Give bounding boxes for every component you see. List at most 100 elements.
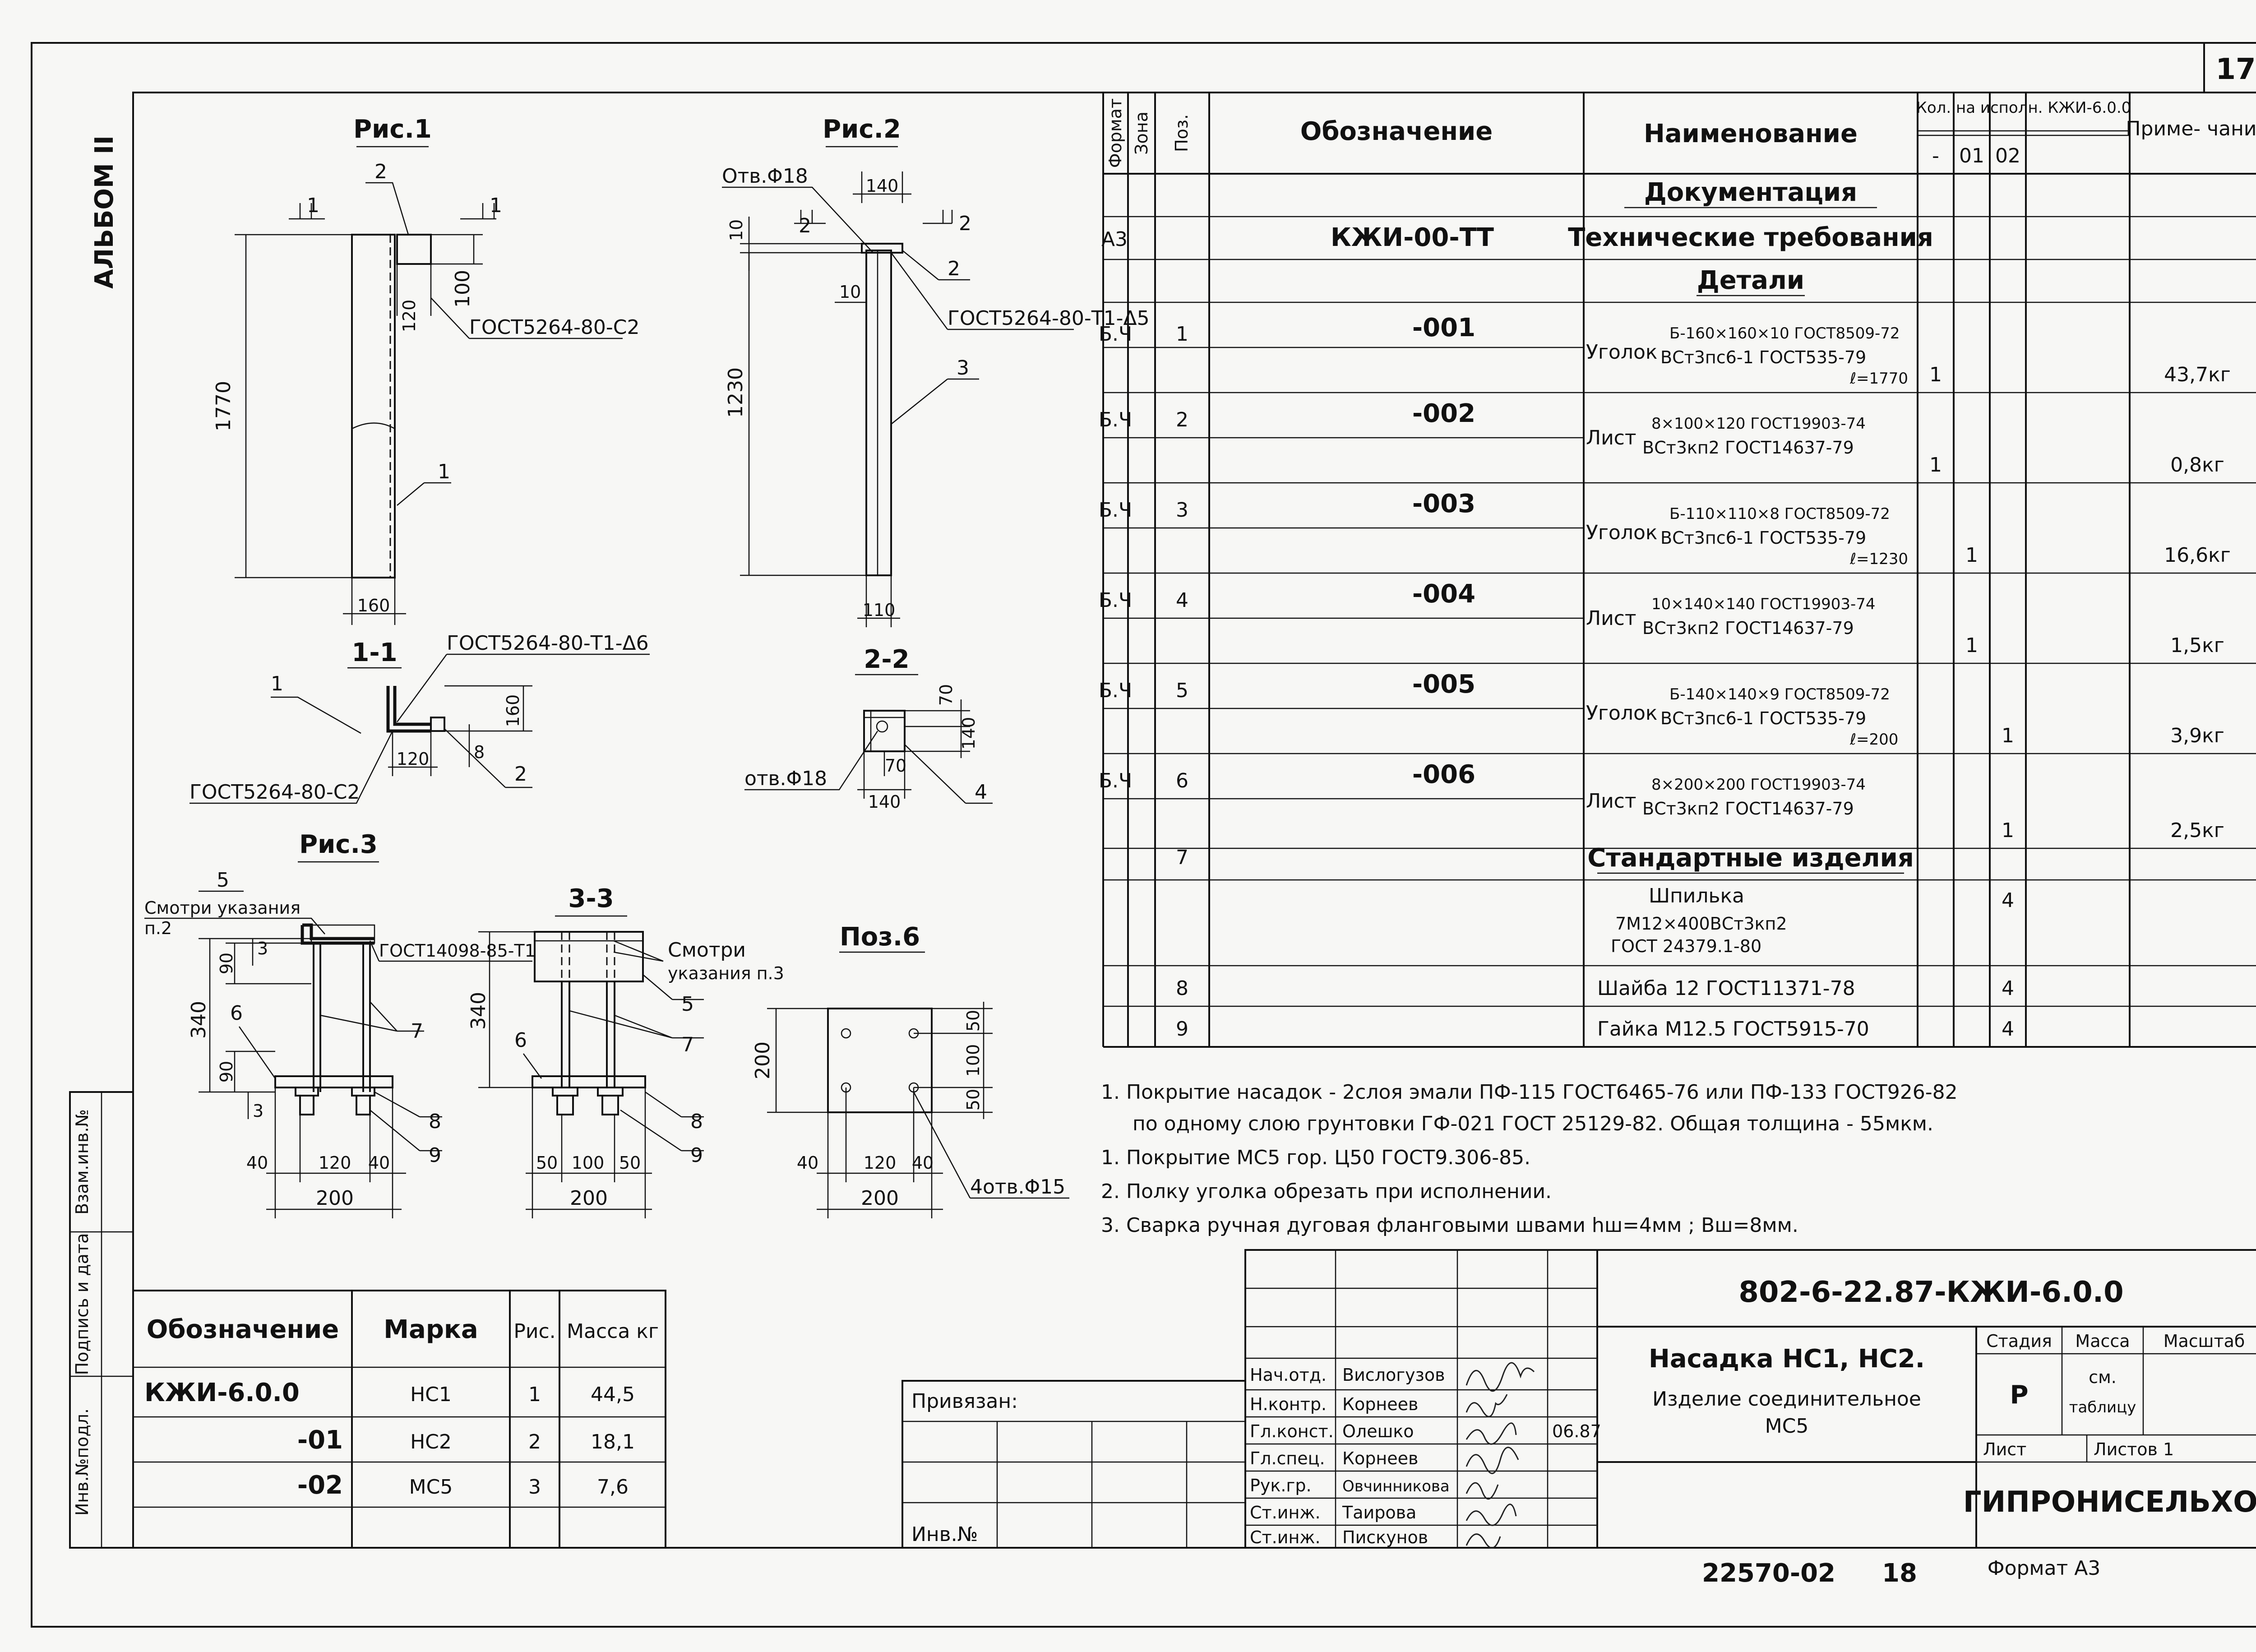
fig3-title: Рис.3 bbox=[299, 830, 378, 859]
pos6-holes: 4отв.Φ15 bbox=[970, 1175, 1065, 1199]
spec-row-qty-a: 1 bbox=[1929, 453, 1942, 477]
figure-3: Рис.3 5 Смотри указания п.2 ГОСТ14098-85… bbox=[144, 830, 536, 1218]
fig2-section-dim-140a: 140 bbox=[959, 717, 979, 750]
side-stamp-sign: Подпись и дата bbox=[72, 1233, 92, 1375]
spec-row-format: Б.Ч bbox=[1099, 499, 1132, 522]
tb-person-name: Олешко bbox=[1342, 1421, 1414, 1441]
spec-row-format: А3 bbox=[1101, 228, 1128, 251]
spec-row-qty-c: 1 bbox=[2002, 724, 2014, 747]
fig2-pos-2: 2 bbox=[948, 257, 960, 280]
fig1-section-pos-2: 2 bbox=[514, 763, 527, 786]
fig3-gost: ГОСТ14098-85-Т1 bbox=[379, 941, 536, 961]
fig2-section-dim-140b: 140 bbox=[868, 792, 901, 812]
tb-role: Ст.инж. bbox=[1250, 1503, 1321, 1522]
fig1-section-gost-bottom: ГОСТ5264-80-С2 bbox=[190, 781, 360, 804]
mark-h-mark: Марка bbox=[384, 1315, 478, 1344]
spec-row-designation: -006 bbox=[1412, 760, 1475, 789]
s33-note-1: Смотри bbox=[668, 939, 746, 962]
signature bbox=[1465, 1394, 1508, 1417]
spec-h-format: Формат bbox=[1105, 98, 1125, 168]
fig1-section-gost-top: ГОСТ5264-80-Т1-Δ6 bbox=[447, 632, 649, 655]
spec-row-name: Лист bbox=[1586, 426, 1637, 449]
spec-row-format: Б.Ч bbox=[1099, 589, 1132, 612]
spec-row-pos: 7 bbox=[1176, 846, 1188, 869]
spec-row-pos: 1 bbox=[1176, 323, 1188, 346]
pos6-dim-200-side: 200 bbox=[751, 1041, 774, 1079]
tb-person: Нач.отд. Вислогузов bbox=[1250, 1365, 1445, 1385]
spec-row-qty-c: 4 bbox=[2002, 1018, 2014, 1041]
mark-row-designation: -01 bbox=[297, 1425, 343, 1455]
fig2-dim-140: 140 bbox=[866, 176, 899, 196]
fig3-note-ref-1: Смотри указания bbox=[144, 898, 300, 918]
tb-title-2: Изделие соединительное bbox=[1652, 1388, 1921, 1411]
spec-row-format: Б.Ч bbox=[1099, 769, 1132, 792]
tb-person-name: Корнеев bbox=[1342, 1448, 1418, 1468]
s33-dim-200: 200 bbox=[570, 1187, 608, 1210]
s33-note-2: указания п.3 bbox=[668, 963, 784, 983]
fig3-dim-40b: 40 bbox=[368, 1153, 390, 1173]
fig1-section-dim-120: 120 bbox=[397, 749, 430, 769]
note-line: 1. Покрытие МС5 гор. Ц50 ГОСТ9.306-85. bbox=[1101, 1146, 1530, 1169]
tb-role: Нач.отд. bbox=[1250, 1365, 1327, 1385]
fig1-gost-weld: ГОСТ5264-80-С2 bbox=[469, 316, 640, 339]
spec-row-name: Уголок bbox=[1586, 341, 1657, 364]
spec-row-pos: 6 bbox=[1176, 769, 1188, 792]
spec-h-note: Приме- чание bbox=[2126, 117, 2256, 140]
s33-pos-9: 9 bbox=[690, 1144, 703, 1167]
spec-row-n1: 10×140×140 ГОСТ19903-74 bbox=[1651, 595, 1876, 613]
tb-person: Гл.конст. Олешко bbox=[1250, 1421, 1414, 1441]
spec-row-5: Б.Ч 5 -005 Уголок Б-140×140×9 ГОСТ8509-7… bbox=[1099, 670, 2224, 749]
spec-row-n1: Б-110×110×8 ГОСТ8509-72 bbox=[1669, 505, 1890, 523]
spec-row-n3: ℓ=1770 bbox=[1849, 370, 1908, 388]
fig2-hole-label: Отв.Φ18 bbox=[722, 165, 808, 188]
mark-h-mass: Масса кг bbox=[567, 1320, 659, 1343]
note-line: 2. Полку уголка обрезать при исполнении. bbox=[1101, 1180, 1552, 1203]
spec-row-name: Уголок bbox=[1586, 702, 1657, 725]
fig2-dim-1230: 1230 bbox=[724, 367, 747, 418]
spec-row-2: Б.Ч 2 -002 Лист 8×100×120 ГОСТ19903-74 В… bbox=[1099, 399, 2224, 477]
fig1-dim-160: 160 bbox=[357, 596, 390, 615]
sheet-number: 17 bbox=[2215, 53, 2256, 86]
mark-row-mass: 7,6 bbox=[597, 1476, 629, 1499]
spec-row-n2: ВСт3пс6-1 ГОСТ535-79 bbox=[1660, 528, 1866, 548]
spec-row-name: Лист bbox=[1586, 607, 1637, 630]
spec-row-n2: ВСт3пс6-1 ГОСТ535-79 bbox=[1660, 708, 1866, 728]
footer-page: 18 bbox=[1882, 1559, 1917, 1588]
fig3-dim-200: 200 bbox=[316, 1187, 354, 1210]
spec-row-n1: 7М12×400ВСт3кп2 bbox=[1615, 914, 1787, 934]
figure-1: Рис.1 1 1 2 1770 100 120 ГОСТ5264-80-С2 … bbox=[190, 115, 650, 804]
tb-mass-val-1: см. bbox=[2089, 1367, 2117, 1387]
footer-format: Формат А3 bbox=[1988, 1557, 2101, 1580]
spec-h-name: Наименование bbox=[1644, 119, 1858, 148]
fig3-dim-90a: 90 bbox=[217, 953, 236, 974]
signature bbox=[1465, 1482, 1499, 1500]
footer-archive: 22570-02 bbox=[1702, 1559, 1835, 1588]
mark-h-designation: Обозначение bbox=[147, 1315, 339, 1344]
tb-person-name: Вислогузов bbox=[1342, 1365, 1445, 1385]
spec-row-pos: 8 bbox=[1176, 977, 1188, 1000]
mark-h-fig: Рис. bbox=[513, 1320, 555, 1343]
s33-dim-50b: 50 bbox=[619, 1153, 641, 1173]
pos6-hole bbox=[841, 1028, 851, 1039]
s33-dim-50a: 50 bbox=[536, 1153, 558, 1173]
figure-2: Рис.2 Отв.Φ18 140 2 2 10 1230 10 2 ГОСТ5… bbox=[722, 115, 1150, 812]
fig2-section-dim-70b: 70 bbox=[885, 756, 906, 776]
pos-6-view: Поз.6 200 50 100 50 40 120 40 200 4отв.Φ… bbox=[751, 922, 1069, 1218]
spec-row-pos: 2 bbox=[1176, 408, 1188, 431]
spec-row-qty-c: 4 bbox=[2002, 889, 2014, 912]
tb-scale-h: Масштаб bbox=[2164, 1331, 2245, 1351]
pos6-dim-200: 200 bbox=[861, 1187, 899, 1210]
fig2-section-dim-70a: 70 bbox=[936, 684, 956, 706]
tb-privyazan: Привязан: bbox=[911, 1390, 1018, 1413]
mark-row-mark: НС1 bbox=[410, 1383, 452, 1406]
spec-row-pos: 5 bbox=[1176, 679, 1188, 702]
fig2-dim-110: 110 bbox=[863, 600, 896, 620]
mark-row-mark: МС5 bbox=[409, 1476, 453, 1499]
spec-row-designation: -005 bbox=[1412, 670, 1475, 699]
spec-row-n1: 8×200×200 ГОСТ19903-74 bbox=[1651, 776, 1866, 794]
spec-row-9: 9 Гайка М12.5 ГОСТ5915-70 4 bbox=[1176, 1018, 2014, 1041]
tb-date: 06.87 bbox=[1552, 1421, 1601, 1441]
fig3-dim-3a: 3 bbox=[257, 939, 268, 958]
s33-dim-100: 100 bbox=[572, 1153, 605, 1173]
spec-row-n3: ℓ=1230 bbox=[1849, 550, 1908, 568]
